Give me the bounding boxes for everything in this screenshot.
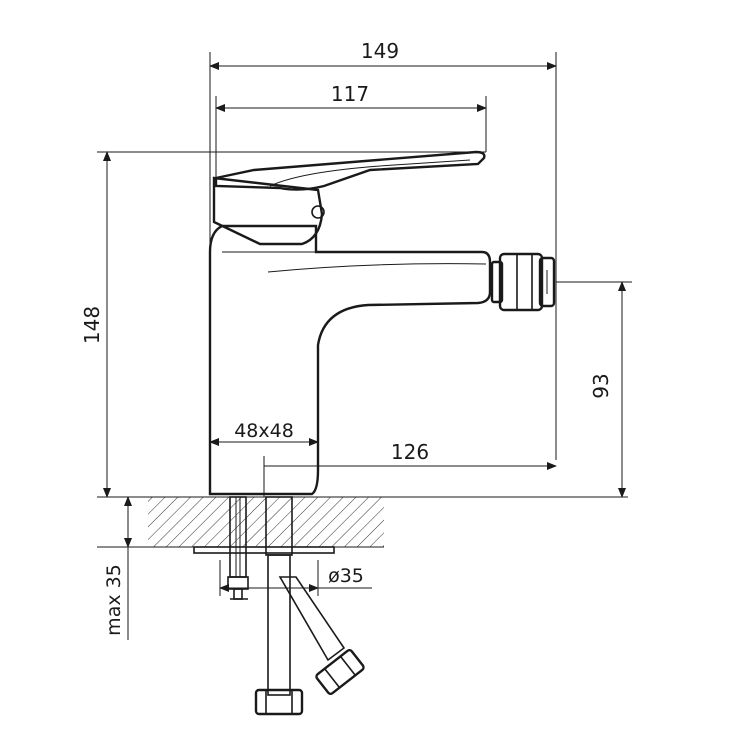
- dim-label-max-35: max 35: [103, 564, 125, 636]
- dim-overall-width: 149: [209, 39, 557, 494]
- tap-body: [208, 150, 556, 496]
- dim-label-117: 117: [331, 82, 369, 106]
- dim-max-counter-thickness: max 35: [97, 496, 148, 640]
- dim-label-148: 148: [80, 306, 104, 344]
- dim-spout-reach: 126: [263, 440, 557, 497]
- countertop-section: [97, 496, 628, 554]
- dim-handle-length: 117: [215, 82, 487, 178]
- dim-spout-height: 93: [556, 281, 632, 498]
- dim-label-48x48: 48x48: [234, 420, 294, 442]
- dim-label-diameter-35: ø35: [328, 565, 364, 587]
- dim-base-size: 48x48: [209, 420, 319, 460]
- dim-label-126: 126: [391, 440, 429, 464]
- dim-hole-diameter: ø35: [219, 560, 372, 596]
- dim-label-149: 149: [361, 39, 399, 63]
- supply-hoses: [254, 496, 365, 716]
- dim-label-93: 93: [589, 373, 613, 398]
- dim-overall-height: 148: [80, 151, 486, 498]
